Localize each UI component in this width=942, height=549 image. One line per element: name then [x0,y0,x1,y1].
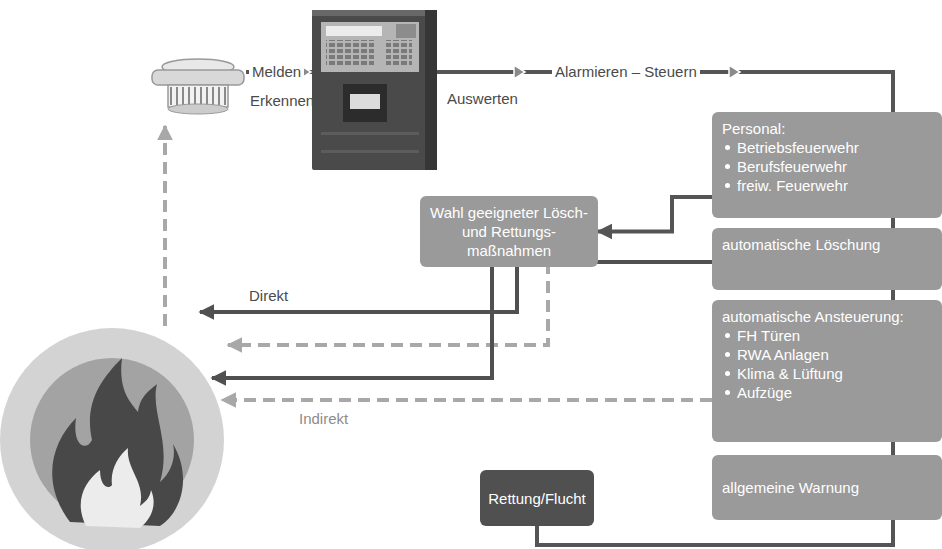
control-panel [312,10,437,170]
edge-label: Melden [249,63,304,81]
edge-label: Alarmieren – Steuern [552,63,700,81]
warning-box: allgemeine Warnung [712,455,942,520]
box-text: Betriebsfeuerwehr [737,138,859,157]
box-text: Rettung/Flucht [488,490,586,507]
control-panel-part [321,22,419,72]
control-panel-part [326,40,374,66]
text-row: Rettung/Flucht [488,490,586,507]
fire-symbol [0,328,224,549]
control-panel-part [321,132,419,135]
smoke-detector [152,59,244,114]
bullet-dot [725,164,730,169]
indirect-arrow [228,262,548,345]
smoke-detector-part [152,70,244,85]
text-row: Klima & Lüftung [722,364,932,383]
direction-head [514,65,525,79]
control-panel-part [386,40,412,66]
text-row: Aufzüge [722,383,932,402]
direct-label: Direkt [246,287,291,305]
text-row: FH Türen [722,326,932,345]
text-row: automatische Ansteuerung: [722,307,932,326]
smoke-detector-node: Erkennen [150,58,246,120]
box-text: Aufzüge [737,383,792,402]
indirect-arrow [222,398,712,402]
stage-label: Auswerten [447,90,518,107]
text-row: automatische Löschung [722,235,932,254]
box-text: RWA Anlagen [737,345,829,364]
text-row: allgemeine Warnung [722,478,932,497]
text-row: freiw. Feuerwehr [722,176,932,195]
smoke-detector-part [168,104,228,114]
text-row: Berufsfeuerwehr [722,157,932,176]
bullet-dot [725,371,730,376]
control-panel-part [312,10,437,170]
box-text: automatische Löschung [722,235,880,254]
rescue-box: Rettung/Flucht [480,470,594,526]
text-row: Betriebsfeuerwehr [722,138,932,157]
text-row: Personal: [722,119,932,138]
indirect-label: Indirekt [296,410,351,428]
bullet-dot [725,145,730,150]
control-panel-part [326,26,382,36]
text-row: RWA Anlagen [722,345,932,364]
box-text: Berufsfeuerwehr [737,157,847,176]
extinguish-box: automatische Löschung [712,228,942,290]
bullet-dot [725,390,730,395]
control-panel-part [425,10,437,170]
direction-head [729,65,740,79]
control-panel-part [321,150,419,153]
control-panel-part [350,94,380,109]
signal-line [598,197,712,232]
personnel-box: Personal:BetriebsfeuerwehrBerufsfeuerweh… [712,112,942,218]
box-text: allgemeine Warnung [722,478,859,497]
control-panel-part [312,10,437,16]
control-panel-part [396,24,416,38]
box-heading: Personal: [722,119,785,138]
bullet-dot [725,183,730,188]
box-heading: automatische Ansteuerung: [722,307,904,326]
box-text: freiw. Feuerwehr [737,176,848,195]
control-panel-node: Auswerten [312,10,437,170]
box-text: FH Türen [737,326,800,345]
fire-symbol-part [81,448,154,528]
smoke-detector-part [170,87,226,105]
box-text: Klima & Lüftung [737,364,843,383]
stage-label: Erkennen [250,92,314,109]
bullet-dot [725,333,730,338]
box-text: Wahl geeigneter Lösch- und Rettungs- maß… [430,203,588,260]
direct-arrow [212,262,712,378]
feedback-arrow [163,126,167,326]
bullet-dot [725,352,730,357]
direct-arrow [200,262,517,312]
control-panel-part [343,84,387,122]
text-row: Wahl geeigneter Lösch- und Rettungs- maß… [430,203,588,260]
measures-box: Wahl geeigneter Lösch- und Rettungs- maß… [420,196,598,267]
fire-symbol-part [0,328,224,549]
control-box: automatische Ansteuerung:FH TürenRWA Anl… [712,300,942,442]
